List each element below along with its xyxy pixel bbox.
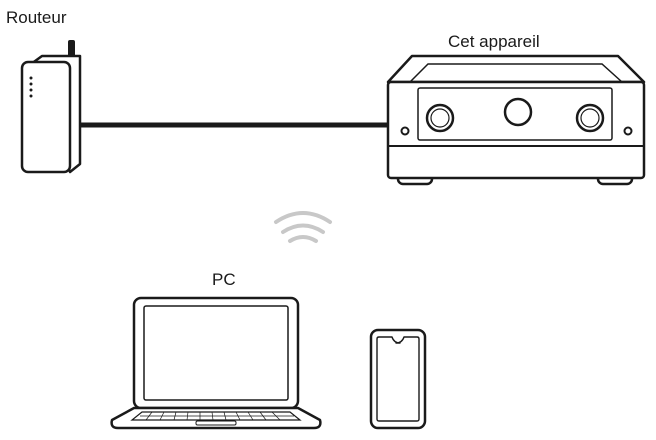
router-icon <box>20 40 82 174</box>
router-label: Routeur <box>6 8 67 27</box>
wifi-icon <box>274 211 332 243</box>
laptop-icon <box>110 296 322 430</box>
device-label: Cet appareil <box>448 32 540 51</box>
pc-label: PC <box>212 270 236 289</box>
av-receiver-icon <box>386 54 646 186</box>
smartphone-icon <box>369 328 427 430</box>
